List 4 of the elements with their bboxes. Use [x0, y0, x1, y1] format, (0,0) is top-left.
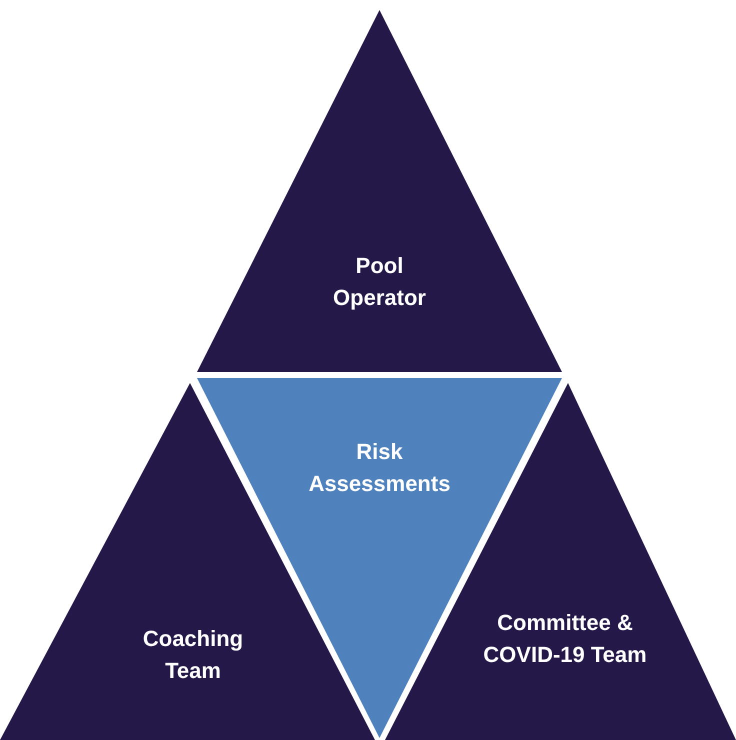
- node-label: Coaching Team: [142, 625, 244, 685]
- node-label: Committee & COVID-19 Team: [482, 609, 648, 669]
- node-label: Risk Assessments: [308, 438, 452, 498]
- node-label: Pool Operator: [332, 252, 427, 312]
